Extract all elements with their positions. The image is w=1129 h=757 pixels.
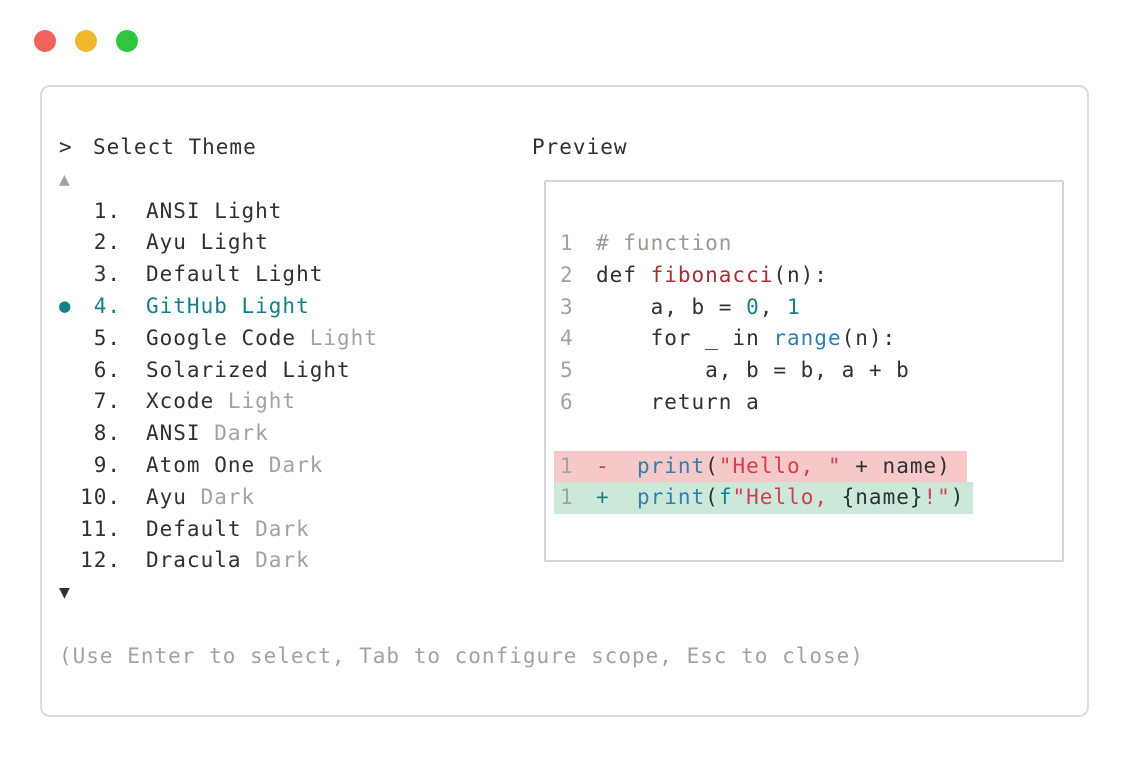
scroll-down-row: ▼ <box>59 577 378 609</box>
line-text: return a <box>596 389 760 414</box>
marker-space <box>59 355 80 387</box>
scroll-down-icon[interactable]: ▼ <box>59 582 71 604</box>
theme-list: 1. ANSI Light 2. Ayu Light 3. Default Light ● 4… <box>59 196 378 578</box>
theme-list-item[interactable]: 12. Dracula Dark <box>59 545 378 577</box>
theme-list-item[interactable]: ● 4. GitHub Light <box>59 291 378 323</box>
item-suffix: Dark <box>241 516 310 541</box>
marker-space <box>59 196 80 228</box>
theme-list-item[interactable]: 11. Default Dark <box>59 514 378 546</box>
item-name: ANSI Light <box>146 198 283 223</box>
line-number: 1 <box>560 453 574 478</box>
line-number: 1 <box>560 485 574 510</box>
theme-picker-window: > Select Theme ▲ 1. ANSI Light 2. Ayu Light… <box>40 85 1089 717</box>
picker-header: > Select Theme <box>59 132 378 164</box>
help-text: (Use Enter to select, Tab to configure s… <box>59 644 864 668</box>
theme-list-item[interactable]: 3. Default Light <box>59 259 378 291</box>
marker-space <box>59 482 80 514</box>
item-suffix: Light <box>296 325 378 350</box>
line-text: # function <box>596 231 733 255</box>
item-number: 2. <box>93 230 121 255</box>
item-suffix: Dark <box>241 548 310 573</box>
item-name: Ayu Light <box>146 230 269 255</box>
item-number: 10. <box>80 484 121 509</box>
theme-list-item[interactable]: 5. Google Code Light <box>59 323 378 355</box>
preview-panel: 1 # function 2 def fibonacci(n): 3 a, b = 0,… <box>544 180 1064 562</box>
item-number: 7. <box>93 389 121 414</box>
scroll-up-icon[interactable]: ▲ <box>59 168 71 190</box>
theme-list-item[interactable]: 7. Xcode Light <box>59 386 378 418</box>
line-text: def fibonacci(n): <box>596 262 828 287</box>
theme-list-item[interactable]: 8. ANSI Dark <box>59 418 378 450</box>
diff-added-line: 1 + print(f"Hello, {name}!") <box>554 482 974 515</box>
item-name: Dracula Dark <box>146 548 310 573</box>
theme-list-item[interactable]: 2. Ayu Light <box>59 227 378 259</box>
item-name: Default Light <box>146 262 324 287</box>
item-name: Google Code Light <box>146 325 378 350</box>
marker-space <box>59 386 80 418</box>
item-suffix: Dark <box>186 484 256 509</box>
prompt-icon: > <box>59 135 73 159</box>
marker-space <box>59 323 80 355</box>
item-name: ANSI Dark <box>146 421 269 446</box>
minimize-button[interactable] <box>75 30 97 52</box>
code-line: 2 def fibonacci(n): <box>560 260 828 292</box>
marker-space <box>59 450 80 482</box>
line-number: 4 <box>560 326 574 351</box>
item-suffix: Light <box>214 389 297 414</box>
item-name: Atom One Dark <box>146 452 324 477</box>
item-number: 5. <box>93 325 121 350</box>
marker-space <box>59 227 80 259</box>
diff-removed-line: 1 - print("Hello, " + name) <box>554 450 967 483</box>
line-number: 6 <box>560 389 574 414</box>
theme-list-item[interactable]: 1. ANSI Light <box>59 196 378 228</box>
preview-title: Preview <box>532 135 628 159</box>
code-line: 5 a, b = b, a + b <box>560 355 910 387</box>
code-line: 1 # function <box>560 228 732 260</box>
line-number: 2 <box>560 262 574 287</box>
item-name: Solarized Light <box>146 357 351 382</box>
item-number: 8. <box>93 421 121 446</box>
item-name: Default Dark <box>146 516 310 541</box>
code-line: 3 a, b = 0, 1 <box>560 292 801 324</box>
item-number: 12. <box>80 548 121 573</box>
line-text: a, b = b, a + b <box>596 358 910 383</box>
line-text: + print(f"Hello, {name}!") <box>596 485 965 510</box>
marker-space <box>59 418 80 450</box>
item-name: Ayu Dark <box>146 484 256 509</box>
line-text: - print("Hello, " + name) <box>596 453 951 478</box>
code-preview: 1 # function 2 def fibonacci(n): 3 a, b = 0,… <box>546 182 1062 515</box>
theme-list-item[interactable]: 9. Atom One Dark <box>59 450 378 482</box>
line-text: a, b = 0, 1 <box>596 294 801 319</box>
item-suffix: Dark <box>255 452 324 477</box>
marker-space <box>59 514 80 546</box>
marker-space <box>59 259 80 291</box>
scroll-up-row: ▲ <box>59 164 378 196</box>
code-line: 6 return a <box>560 387 760 419</box>
item-suffix: Dark <box>200 421 269 446</box>
code-line: 4 for _ in range(n): <box>560 323 896 355</box>
item-number: 1. <box>93 198 121 223</box>
line-text: for _ in range(n): <box>596 326 897 351</box>
item-number: 9. <box>93 452 121 477</box>
item-name: GitHub Light <box>146 293 310 318</box>
close-button[interactable] <box>34 30 56 52</box>
line-number: 1 <box>560 231 574 255</box>
item-number: 3. <box>93 262 121 287</box>
theme-picker: > Select Theme ▲ 1. ANSI Light 2. Ayu Light… <box>59 132 378 609</box>
theme-list-item[interactable]: 6. Solarized Light <box>59 355 378 387</box>
theme-list-item[interactable]: 10. Ayu Dark <box>59 482 378 514</box>
zoom-button[interactable] <box>116 30 138 52</box>
item-name: Xcode Light <box>146 389 297 414</box>
line-number: 5 <box>560 358 574 383</box>
selected-bullet-icon: ● <box>59 294 72 317</box>
item-number: 6. <box>93 357 121 382</box>
line-number: 3 <box>560 294 574 319</box>
marker-space <box>59 545 80 577</box>
picker-title: Select Theme <box>93 135 257 159</box>
item-number: 11. <box>80 516 121 541</box>
item-number: 4. <box>93 293 121 318</box>
